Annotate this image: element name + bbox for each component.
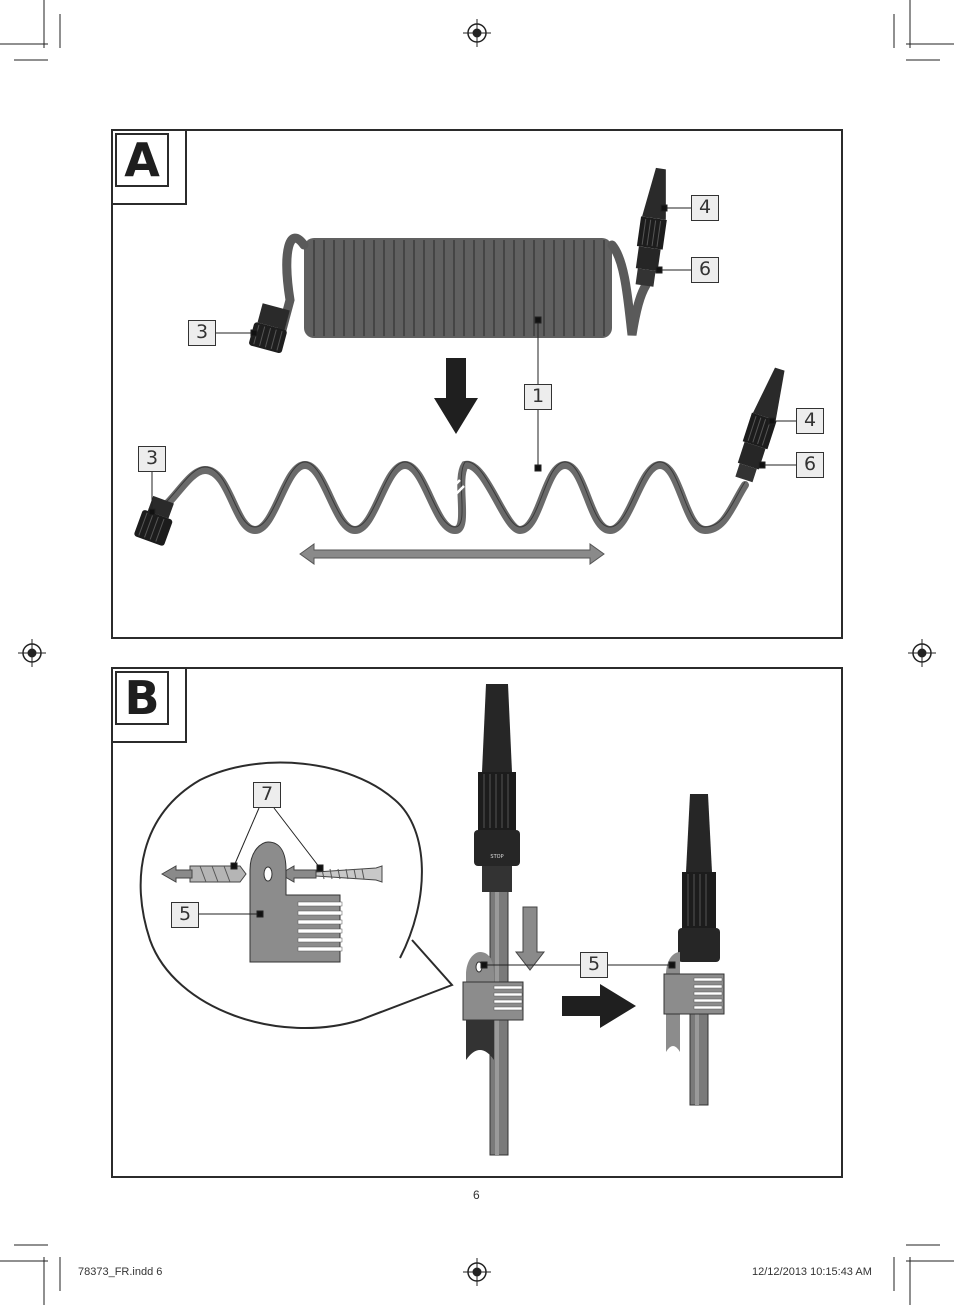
panel-b-tab: B xyxy=(113,669,187,743)
registration-mark-right xyxy=(908,639,936,667)
callout-a-top-3: 3 xyxy=(188,320,216,346)
figure-panel-a: A xyxy=(111,129,843,639)
callout-b-5-main: 5 xyxy=(580,952,608,978)
callout-b-7: 7 xyxy=(253,782,281,808)
panel-a-letter: A xyxy=(115,133,169,187)
callout-a-top-6: 6 xyxy=(691,257,719,283)
callout-a-bottom-6: 6 xyxy=(796,452,824,478)
registration-mark-left xyxy=(18,639,46,667)
page-number: 6 xyxy=(473,1188,480,1202)
callout-a-bottom-4: 4 xyxy=(796,408,824,434)
panel-b-letter: B xyxy=(115,671,169,725)
footer-timestamp: 12/12/2013 10:15:43 AM xyxy=(752,1266,872,1278)
figure-panel-b: B xyxy=(111,667,843,1178)
callout-b-5-detail: 5 xyxy=(171,902,199,928)
callout-a-top-4: 4 xyxy=(691,195,719,221)
registration-mark-bottom xyxy=(463,1258,491,1286)
callout-a-1: 1 xyxy=(524,384,552,410)
callout-a-bottom-3: 3 xyxy=(138,446,166,472)
registration-mark-top xyxy=(463,19,491,47)
panel-a-tab: A xyxy=(113,131,187,205)
footer-file-name: 78373_FR.indd 6 xyxy=(78,1266,163,1278)
